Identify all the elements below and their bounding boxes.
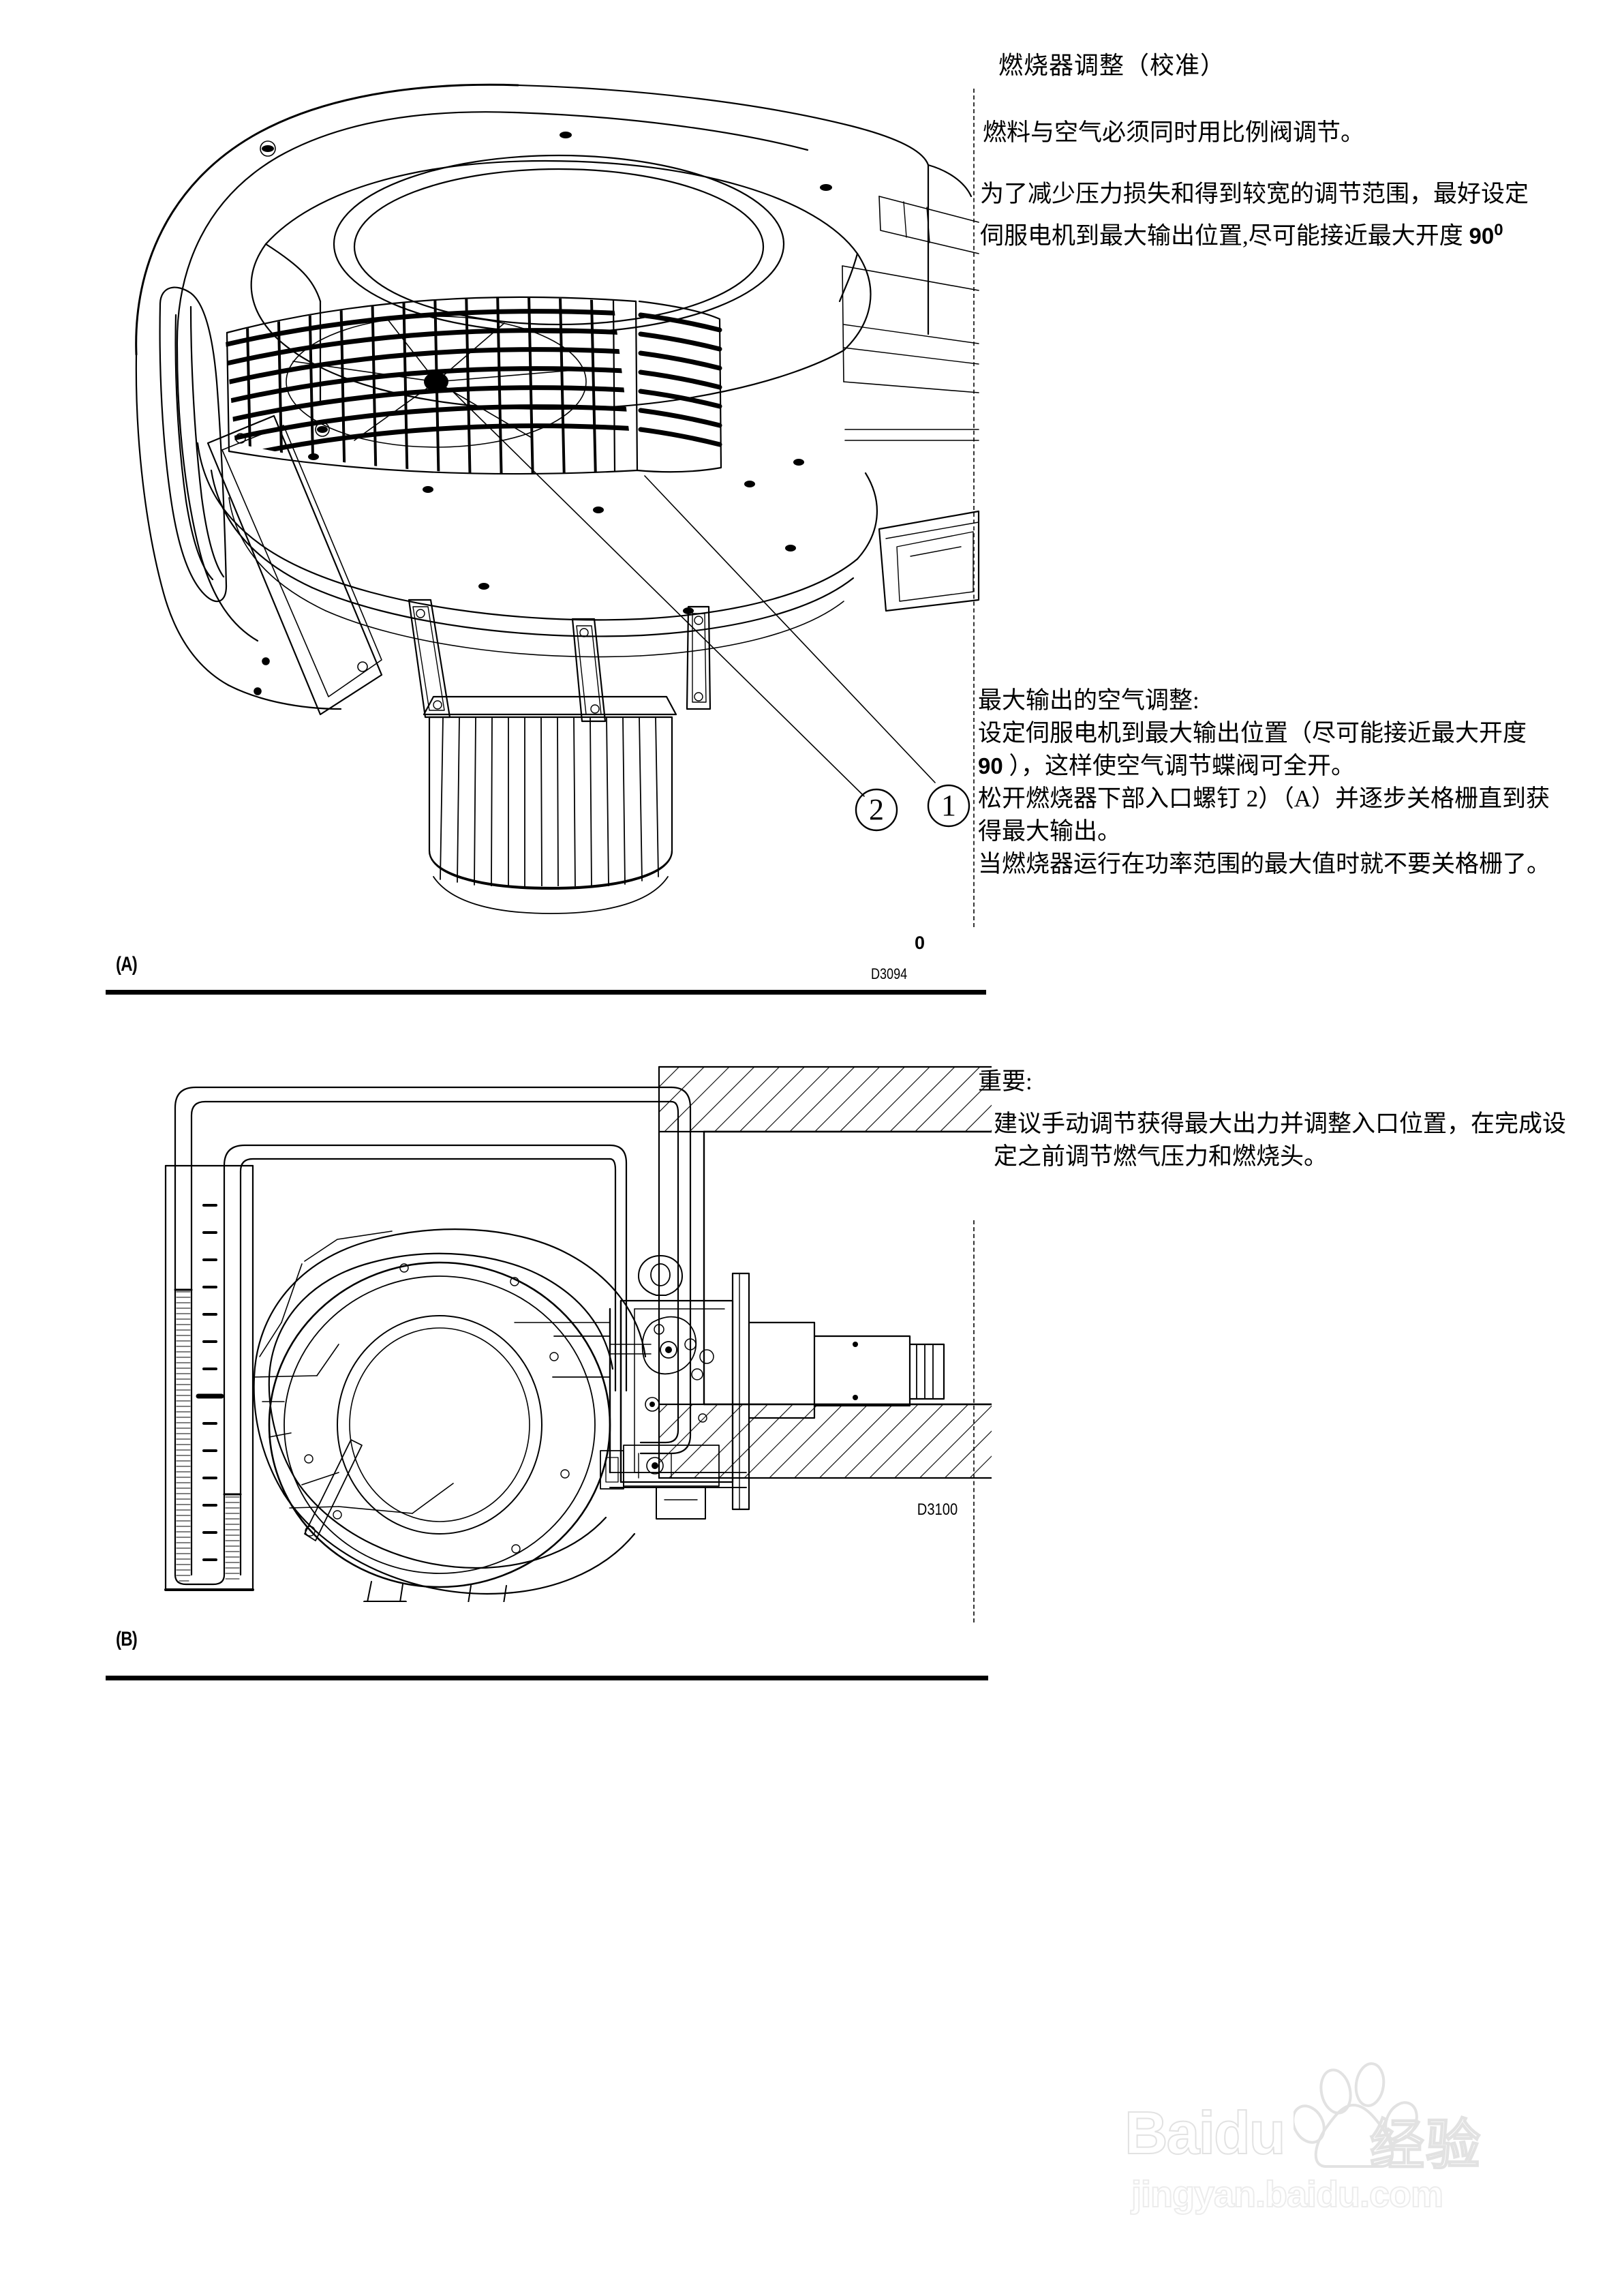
figure-b-label: (B)	[116, 1628, 138, 1650]
watermark-brand: Baidu	[1124, 2098, 1286, 2167]
figure-b-caption: (B)	[102, 1616, 988, 1670]
callout-number-2: 2	[869, 793, 884, 826]
air-adjustment-line-4: 得最大输出。	[978, 818, 1122, 845]
important-heading: 重要:	[978, 1068, 1032, 1095]
important-note-column: 重要: 建议手动调节获得最大出力并调整入口位置，在完成设 定之前调节燃气压力和燃…	[975, 1063, 1622, 1302]
figure-a-drawing-number: D3094	[871, 965, 908, 982]
important-line-2: 定之前调节燃气压力和燃烧头。	[994, 1143, 1328, 1170]
air-adjustment-line-2-rest: ），这样使空气调节蝶阀可全开。	[1003, 753, 1355, 779]
figure-a-separator-rule	[106, 990, 986, 995]
figure-b-block: D3100 (B)	[0, 1023, 995, 1691]
figure-a-caption: (A) 0 D3094	[102, 933, 988, 1002]
figure-a-drawing: 2 1	[135, 83, 980, 914]
important-line-1: 建议手动调节获得最大出力并调整入口位置，在完成设	[994, 1111, 1567, 1137]
air-adjustment-heading: 最大输出的空气调整:	[978, 687, 1199, 714]
air-adjustment-line-2: 90 ），这样使空气调节蝶阀可全开。	[978, 748, 1591, 784]
figure-a-label: (A)	[116, 953, 138, 976]
air-adjustment-line-5: 当燃烧器运行在功率范围的最大值时就不要关格栅了。	[978, 851, 1551, 877]
stray-degree-mark: 0	[915, 933, 925, 953]
max-opening-value: 90	[1469, 223, 1495, 249]
degree-symbol: 0	[1494, 221, 1503, 239]
figure-b-drawing-number: D3100	[917, 1500, 958, 1518]
paragraph-fuel-air: 燃料与空气必须同时用比例阀调节。	[983, 119, 1365, 146]
paragraph-pressure-loss-line1: 为了减少压力损失和得到较宽的调节范围，最好设定	[980, 181, 1529, 207]
instructions-column: 燃烧器调整（校准） 燃料与空气必须同时用比例阀调节。 为了减少压力损失和得到较宽…	[975, 0, 1622, 1002]
air-adjustment-line-1: 设定伺服电机到最大输出位置（尽可能接近最大开度	[978, 720, 1527, 746]
servo-line-text: 伺服电机到最大输出位置,尽可能接近最大开度	[980, 222, 1469, 250]
section-title: 燃烧器调整（校准）	[998, 52, 1226, 79]
figure-a-centerline	[973, 89, 975, 927]
baidu-paw-icon	[1294, 2062, 1418, 2168]
baidu-jingyan-watermark: Baidu 经验 jingyan.baidu.com	[1118, 2059, 1595, 2222]
figure-b-drawing: D3100	[164, 1066, 992, 1602]
callout-number-1: 1	[941, 789, 956, 822]
paragraph-pressure-loss-line2: 伺服电机到最大输出位置,尽可能接近最大开度 900	[980, 212, 1593, 254]
air-adjustment-line-3: 松开燃烧器下部入口螺钉 2）（A）并逐步关格栅直到获	[978, 785, 1550, 812]
watermark-url: jingyan.baidu.com	[1131, 2173, 1444, 2216]
figure-a-block: 2 1 (A) 0 D3094	[0, 0, 995, 1002]
air-max-opening-value: 90	[978, 753, 1003, 779]
figure-b-separator-rule	[106, 1676, 988, 1680]
watermark-brand-cn: 经验	[1369, 2115, 1482, 2177]
